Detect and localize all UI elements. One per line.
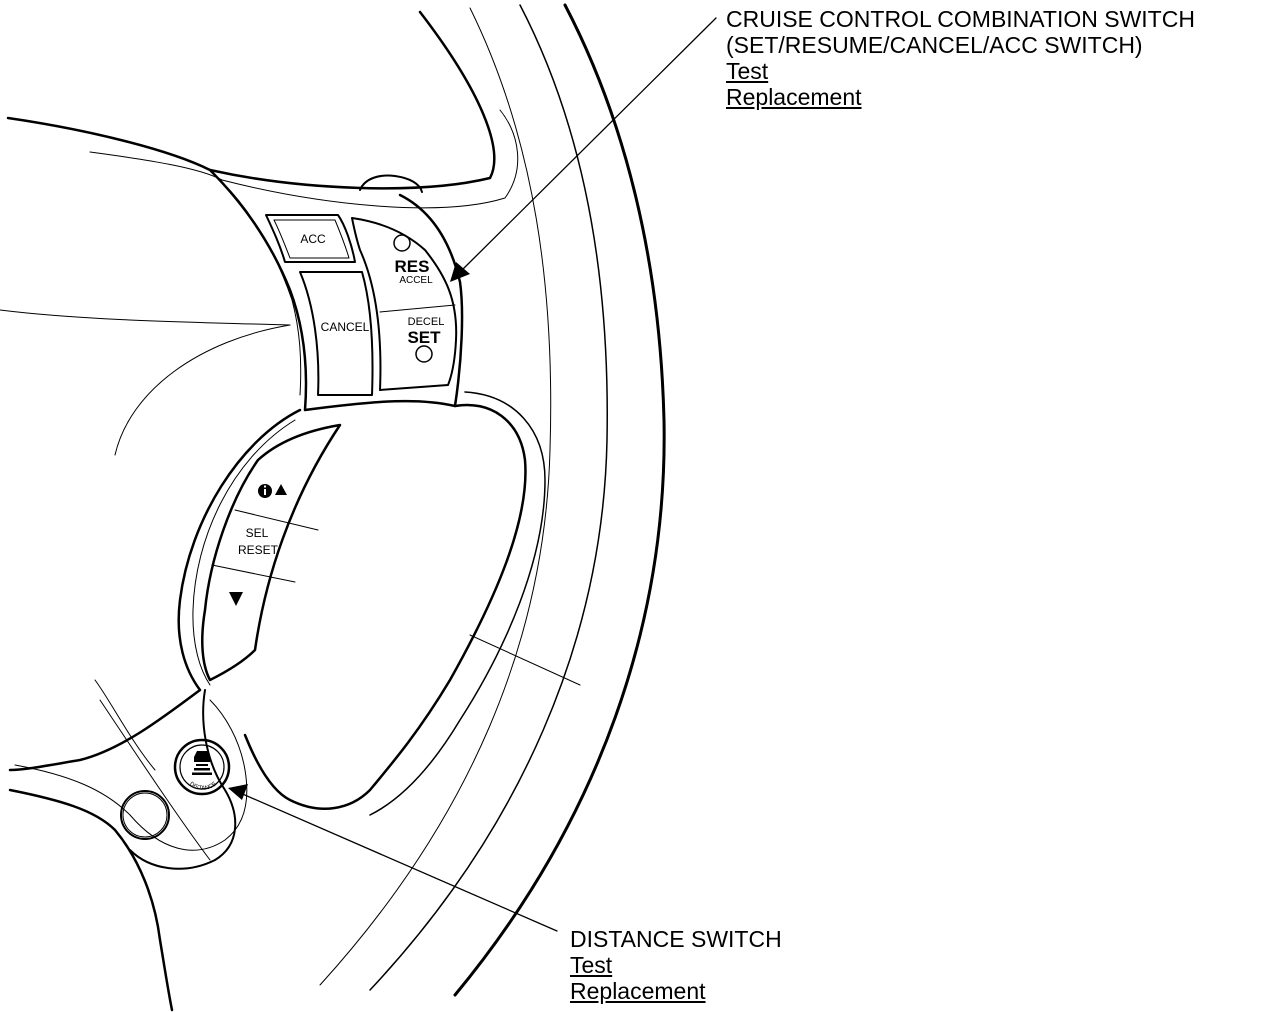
lower-left-spoke-inner bbox=[14, 699, 248, 851]
set-decel-button[interactable] bbox=[378, 308, 456, 388]
hub-line-upper bbox=[0, 309, 291, 326]
acc-button-shape bbox=[265, 214, 356, 263]
cruise-callout-subtitle: (SET/RESUME/CANCEL/ACC SWITCH) bbox=[726, 32, 1143, 58]
res-indicator-circle bbox=[393, 234, 411, 252]
sel-reset-button[interactable] bbox=[220, 520, 310, 575]
distance-test-link[interactable]: Test bbox=[570, 952, 613, 978]
down-arrow-icon bbox=[229, 592, 243, 606]
distance-leader-line bbox=[237, 791, 558, 932]
distance-arrowhead bbox=[228, 784, 248, 800]
set-indicator-circle bbox=[415, 345, 433, 363]
acc-button-label: ACC bbox=[300, 232, 326, 246]
acc-button-inner bbox=[273, 219, 350, 259]
cruise-control-callout: CRUISE CONTROL COMBINATION SWITCH (SET/R… bbox=[726, 6, 1195, 110]
distance-switch-button[interactable] bbox=[175, 740, 229, 794]
distance-button-label: DISTANCE bbox=[188, 781, 218, 792]
cruise-arrowhead bbox=[450, 262, 470, 282]
upper-spoke-inner-top bbox=[89, 109, 519, 209]
wheel-rim-inner bbox=[319, 7, 552, 986]
lower-spoke-outer bbox=[8, 408, 302, 772]
distance-switch-ring bbox=[173, 738, 231, 796]
lower-spoke-inner-ring bbox=[369, 391, 546, 816]
spoke-knob bbox=[359, 174, 423, 193]
decel-label: DECEL bbox=[408, 316, 445, 328]
lower-spoke-outer-right bbox=[243, 403, 527, 810]
lower-round-button bbox=[120, 790, 170, 840]
res-accel-button[interactable] bbox=[356, 222, 456, 308]
distance-replacement-link[interactable]: Replacement bbox=[570, 978, 706, 1004]
cruise-test-link[interactable]: Test bbox=[726, 58, 769, 84]
cancel-button-shape bbox=[299, 271, 374, 396]
accel-label: ACCEL bbox=[399, 275, 433, 286]
cancel-button-label: CANCEL bbox=[321, 320, 370, 334]
cruise-callout-title: CRUISE CONTROL COMBINATION SWITCH bbox=[726, 6, 1195, 32]
res-set-divider bbox=[379, 304, 456, 313]
hub-line-lower bbox=[94, 679, 156, 771]
lower-spoke-inner-left bbox=[192, 419, 296, 686]
car-distance-icon bbox=[192, 751, 212, 775]
info-up-button[interactable] bbox=[240, 460, 325, 520]
switch-panel-housing bbox=[208, 168, 464, 412]
rim-seam-lower bbox=[469, 634, 581, 686]
reset-label: RESET bbox=[238, 543, 279, 557]
cruise-replacement-link[interactable]: Replacement bbox=[726, 84, 862, 110]
sel-label: SEL bbox=[246, 526, 269, 540]
wheel-rim-middle bbox=[369, 4, 608, 991]
lower-left-spoke bbox=[8, 788, 174, 1012]
distance-switch-callout: DISTANCE SWITCH Test Replacement bbox=[570, 926, 782, 1004]
lower-round-button-hit[interactable] bbox=[121, 791, 169, 839]
set-button-label: SET bbox=[407, 328, 441, 347]
info-up-arrow-icon bbox=[258, 484, 287, 498]
lower-left-spoke-edge bbox=[129, 689, 237, 870]
lower-switch-pad bbox=[201, 423, 342, 682]
lower-round-button-inner bbox=[122, 792, 168, 838]
upper-spoke-top bbox=[6, 10, 496, 190]
lower-pad-divider-1 bbox=[234, 509, 319, 531]
hub-line-curve bbox=[114, 324, 291, 456]
res-button-label: RES bbox=[395, 257, 430, 276]
down-button[interactable] bbox=[205, 575, 290, 675]
switch-panel-inner bbox=[221, 181, 302, 396]
cruise-leader-line bbox=[459, 17, 717, 273]
distance-callout-title: DISTANCE SWITCH bbox=[570, 926, 782, 952]
lower-pad-divider-2 bbox=[211, 564, 296, 583]
res-set-button-shape bbox=[351, 217, 458, 391]
acc-button[interactable] bbox=[266, 215, 355, 262]
distance-switch-face bbox=[179, 744, 225, 790]
rim-seam-left bbox=[99, 699, 211, 861]
wheel-rim-outer bbox=[453, 3, 666, 997]
